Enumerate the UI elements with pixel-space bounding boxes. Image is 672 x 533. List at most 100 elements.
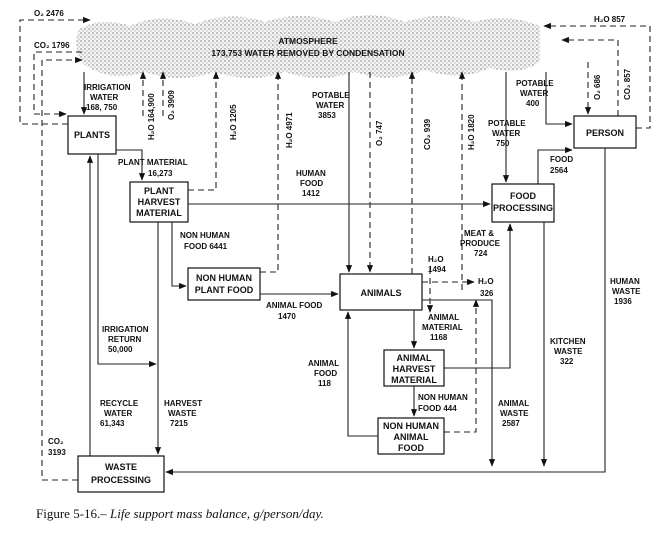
svg-text:WASTE: WASTE — [612, 287, 641, 296]
ahm-label-2: HARVEST — [393, 364, 436, 374]
svg-text:WATER: WATER — [104, 409, 133, 418]
wp-label-1: WASTE — [105, 462, 137, 472]
svg-text:ANIMAL: ANIMAL — [428, 313, 459, 322]
ahm-label-3: MATERIAL — [391, 375, 437, 385]
svg-text:CO₂: CO₂ — [48, 437, 64, 446]
svg-text:PRODUCE: PRODUCE — [460, 239, 501, 248]
recycle-water-label: RECYCLE WATER 61,343 — [100, 399, 139, 428]
co2-1796-label: CO₂ 1796 — [34, 41, 70, 50]
non-human-food-6441-arrow — [171, 222, 187, 290]
non-human-food-6441-label: NON HUMAN FOOD 6441 — [180, 231, 230, 251]
svg-text:WATER: WATER — [316, 101, 345, 110]
figure-caption: Figure 5-16.– Life support mass balance,… — [36, 506, 324, 522]
svg-text:WATER: WATER — [520, 89, 549, 98]
atmosphere-subtitle: 173,753 WATER REMOVED BY CONDENSATION — [211, 48, 404, 58]
svg-text:CO₂ 1796: CO₂ 1796 — [34, 41, 70, 50]
svg-text:FOOD: FOOD — [314, 369, 337, 378]
svg-text:WATER: WATER — [90, 93, 119, 102]
svg-text:HARVEST: HARVEST — [164, 399, 202, 408]
animals-box: ANIMALS — [339, 273, 423, 311]
svg-text:WASTE: WASTE — [500, 409, 529, 418]
fp-label-1: FOOD — [510, 191, 536, 201]
svg-text:POTABLE: POTABLE — [312, 91, 350, 100]
svg-text:RETURN: RETURN — [108, 335, 142, 344]
potable-water-400-arrow — [545, 72, 573, 128]
svg-text:IRRIGATION: IRRIGATION — [84, 83, 131, 92]
h2o-1205-arrow — [188, 71, 220, 191]
plant-harvest-label-3: MATERIAL — [136, 208, 182, 218]
ahm-label-1: ANIMAL — [397, 353, 432, 363]
svg-text:61,343: 61,343 — [100, 419, 125, 428]
co2-3193-arrow — [41, 56, 83, 481]
svg-text:724: 724 — [474, 249, 488, 258]
plant-material-arrow — [116, 149, 146, 181]
svg-text:50,000: 50,000 — [108, 345, 133, 354]
co2-857-label: CO₂ 857 — [623, 68, 632, 100]
svg-text:ANIMAL FOOD: ANIMAL FOOD — [266, 301, 323, 310]
potable-water-750-label: POTABLE WATER 750 — [488, 119, 526, 148]
h2o-857-label: H₂O 857 — [594, 15, 626, 24]
svg-text:1494: 1494 — [428, 265, 446, 274]
svg-text:RECYCLE: RECYCLE — [100, 399, 139, 408]
svg-text:16,273: 16,273 — [148, 169, 173, 178]
animal-food-1470-label: ANIMAL FOOD 1470 — [266, 301, 323, 321]
h2o-857-arrow — [543, 22, 651, 129]
o2-686-label: O₂ 686 — [593, 74, 602, 100]
atmosphere-cloud — [76, 15, 540, 78]
co2-1796-arrow — [33, 51, 82, 118]
svg-text:MATERIAL: MATERIAL — [422, 323, 463, 332]
svg-text:FOOD: FOOD — [300, 179, 323, 188]
wp-label-2: PROCESSING — [91, 475, 151, 485]
svg-text:WASTE: WASTE — [168, 409, 197, 418]
figure-number: Figure 5-16.– — [36, 506, 107, 521]
non-human-plant-food-box: NON HUMAN PLANT FOOD — [187, 267, 261, 301]
svg-text:322: 322 — [560, 357, 574, 366]
svg-text:1412: 1412 — [302, 189, 320, 198]
svg-text:1168: 1168 — [430, 333, 448, 342]
potable-water-3853-label: POTABLE WATER 3853 — [312, 91, 350, 120]
svg-text:KITCHEN: KITCHEN — [550, 337, 586, 346]
o2-3909-label: O₂ 3909 — [167, 90, 176, 120]
svg-text:7215: 7215 — [170, 419, 188, 428]
h2o-4971-arrow — [260, 71, 282, 273]
svg-text:ANIMAL: ANIMAL — [308, 359, 339, 368]
svg-text:1936: 1936 — [614, 297, 632, 306]
svg-text:400: 400 — [526, 99, 540, 108]
animal-food-118-arrow — [344, 311, 378, 437]
svg-text:NON HUMAN: NON HUMAN — [418, 393, 468, 402]
irrigation-return-label: IRRIGATION RETURN 50,000 — [102, 325, 149, 354]
animal-harvest-material-box: ANIMAL HARVEST MATERIAL — [383, 349, 445, 387]
nhaf-label-1: NON HUMAN — [383, 421, 439, 431]
fp-label-2: PROCESSING — [493, 203, 553, 213]
o2-747-label: O₂ 747 — [375, 120, 384, 146]
svg-text:3193: 3193 — [48, 448, 66, 457]
food-2564-arrow — [537, 146, 573, 184]
food-processing-box: FOOD PROCESSING — [491, 183, 555, 223]
co2-3193-label: CO₂ 3193 — [48, 437, 66, 457]
svg-text:MEAT &: MEAT & — [464, 229, 494, 238]
meat-produce-label: MEAT & PRODUCE 724 — [460, 229, 501, 258]
svg-text:WASTE: WASTE — [554, 347, 583, 356]
h2o-1205-label: H₂O 1205 — [229, 104, 238, 140]
plant-harvest-label-2: HARVEST — [138, 197, 181, 207]
h2o-4971-label: H₂O 4971 — [285, 112, 294, 148]
h2o-1494-label: H₂O 1494 — [428, 255, 446, 274]
o2-2476-arrow — [19, 16, 91, 125]
irrigation-return-arrow — [97, 154, 157, 368]
h2o-326-label: H₂O 326 — [478, 277, 494, 298]
svg-text:118: 118 — [318, 379, 331, 388]
svg-text:POTABLE: POTABLE — [516, 79, 554, 88]
h2o-1820-label: H₂O 1820 — [467, 114, 476, 150]
harvest-waste-label: HARVEST WASTE 7215 — [164, 399, 202, 428]
nhaf-label-3: FOOD — [398, 443, 424, 453]
animals-label: ANIMALS — [361, 288, 402, 298]
human-food-1412-label: HUMAN FOOD 1412 — [296, 169, 326, 198]
svg-text:FOOD 6441: FOOD 6441 — [184, 242, 228, 251]
plant-harvest-label-1: PLANT — [144, 186, 174, 196]
co2-857-arrow — [561, 36, 619, 116]
co2-939-label: CO₂ 939 — [423, 118, 432, 150]
kitchen-waste-label: KITCHEN WASTE 322 — [550, 337, 586, 366]
figure-caption-text: Life support mass balance, g/person/day. — [106, 506, 324, 521]
animal-waste-label: ANIMAL WASTE 2587 — [498, 399, 529, 428]
svg-text:2564: 2564 — [550, 166, 568, 175]
